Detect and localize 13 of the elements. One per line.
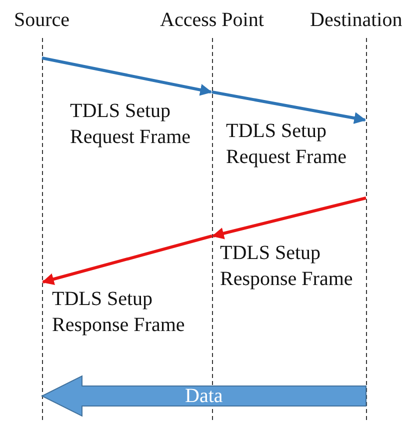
data-arrow (40, 375, 366, 417)
participant-label: Source (14, 8, 70, 32)
message-arrow (212, 196, 366, 240)
edge-label: TDLS Setup Response Frame (52, 287, 186, 338)
message-arrow (212, 90, 366, 124)
participant-label: Access Point (160, 8, 264, 32)
message-arrow (42, 56, 212, 96)
edge-label: TDLS Setup Response Frame (220, 241, 354, 292)
edge-label: TDLS Setup Request Frame (226, 119, 348, 170)
message-arrow (42, 234, 212, 285)
participant-label: Destination (310, 8, 402, 32)
edge-label: Data (185, 384, 223, 409)
edge-label: TDLS Setup Request Frame (70, 99, 192, 150)
